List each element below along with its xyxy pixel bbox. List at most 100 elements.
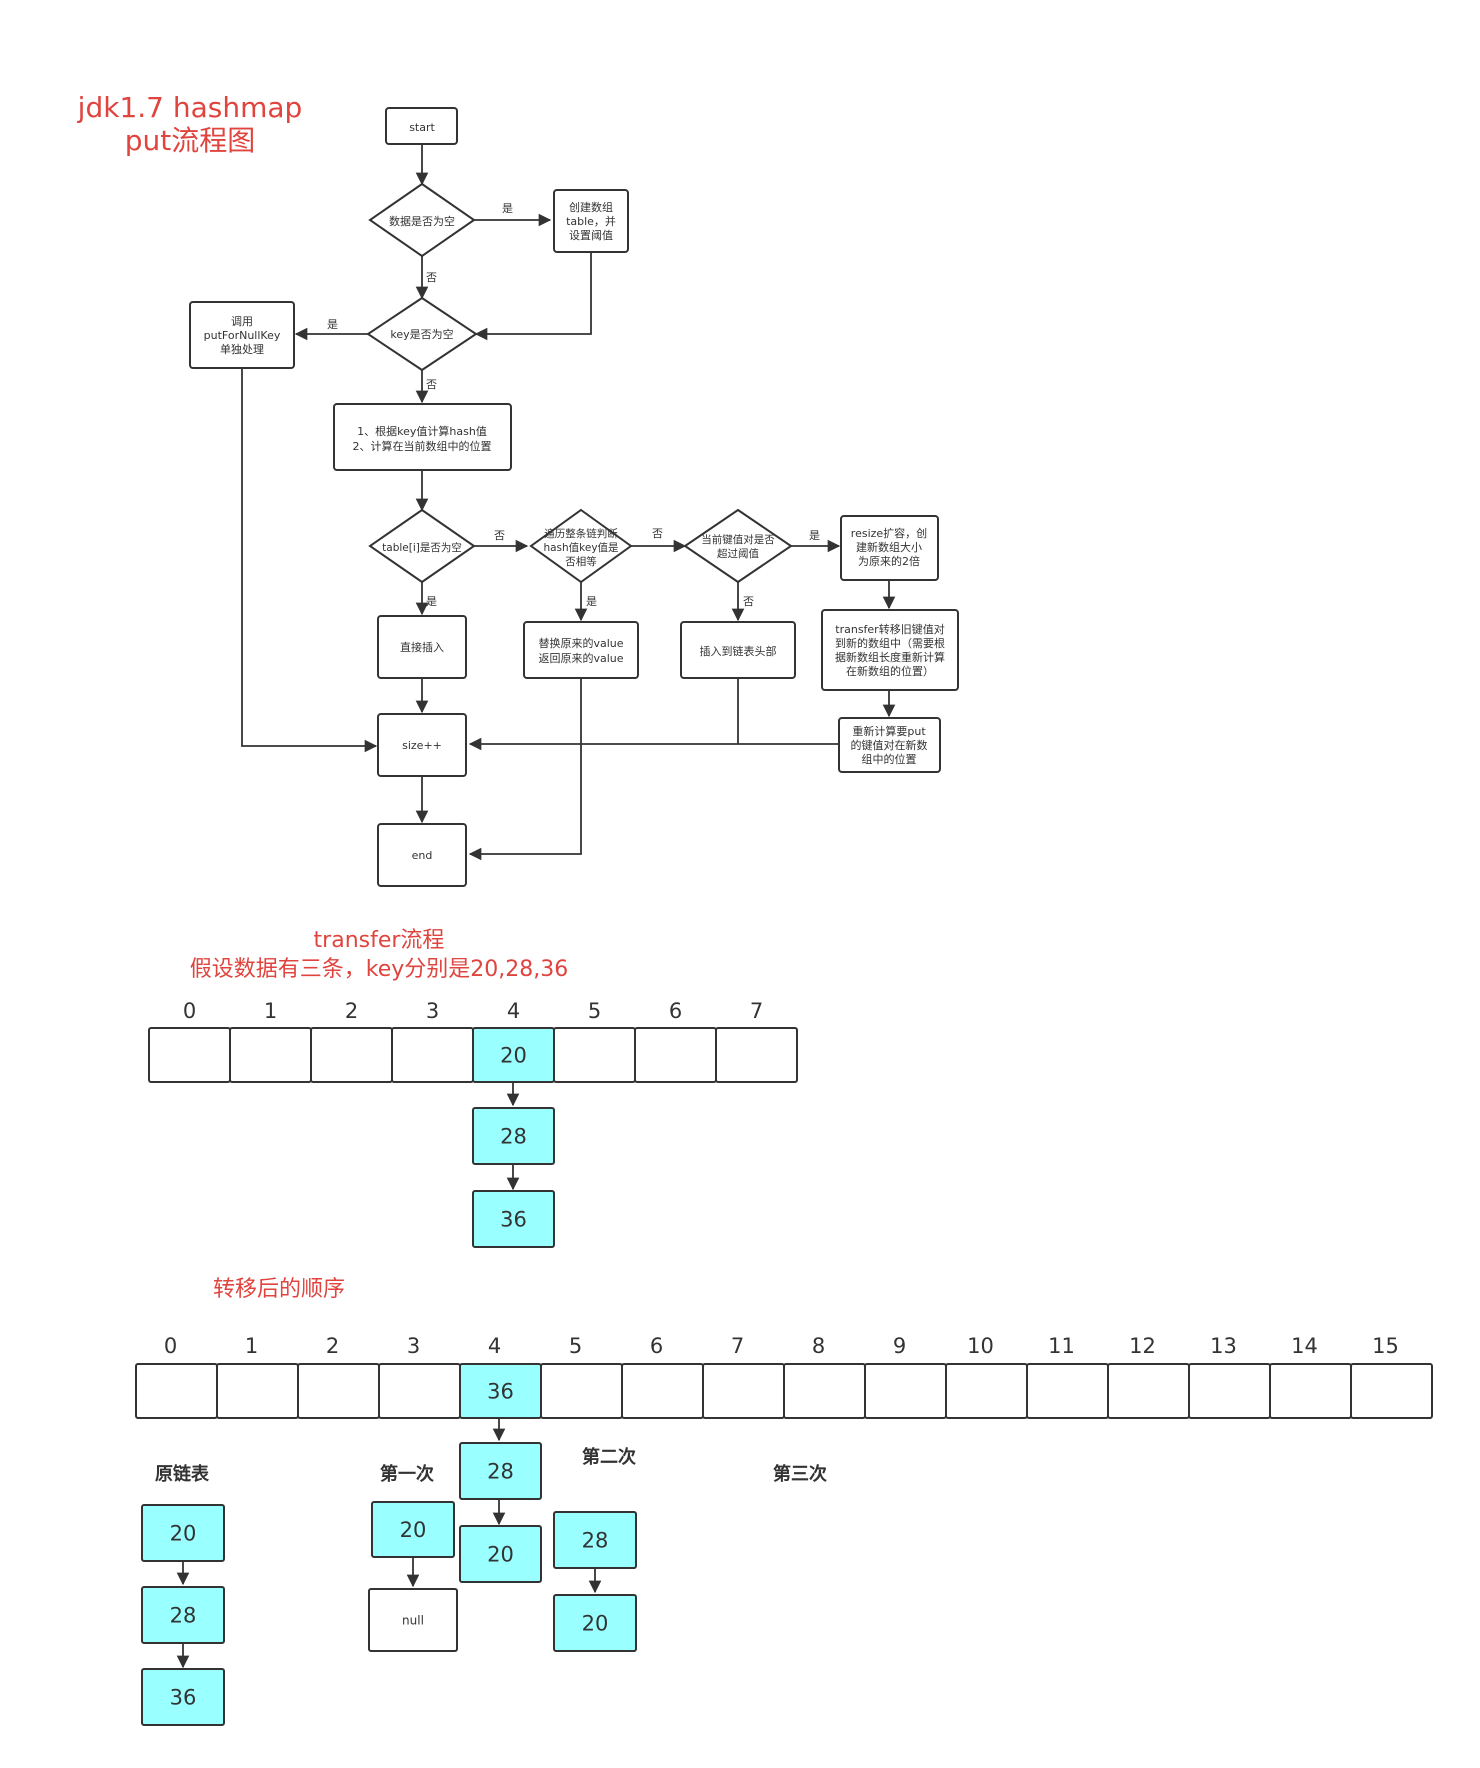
- new-index-3: 3: [407, 1334, 420, 1358]
- original-node-36: 36: [141, 1668, 225, 1726]
- new-slot-7: [702, 1363, 785, 1419]
- new-chain: 28 20: [459, 1442, 542, 1583]
- label-no-3: 否: [494, 529, 505, 542]
- svg-text:在新数组的位置）: 在新数组的位置）: [846, 664, 934, 678]
- old-index-3: 3: [426, 999, 439, 1023]
- original-chain: 20 28 36: [141, 1504, 225, 1726]
- transfer-title: transfer流程: [314, 928, 445, 953]
- svg-text:table[i]是否为空: table[i]是否为空: [382, 541, 462, 554]
- svg-text:1、根据key值计算hash值: 1、根据key值计算hash值: [357, 424, 487, 438]
- new-index-11: 11: [1048, 1334, 1075, 1358]
- new-index-13: 13: [1210, 1334, 1237, 1358]
- old-index-7: 7: [750, 999, 763, 1023]
- old-slot-1: [229, 1027, 312, 1083]
- new-slot-12: [1107, 1363, 1190, 1419]
- label-first-step: 第一次: [380, 1463, 434, 1485]
- first-node-null-label: null: [402, 1613, 424, 1627]
- new-chain-node-20-label: 20: [487, 1543, 514, 1567]
- old-slot-5: [553, 1027, 636, 1083]
- old-slot-7: [715, 1027, 798, 1083]
- new-chain-node-28: 28: [459, 1442, 542, 1500]
- label-yes-5: 是: [586, 595, 597, 608]
- node-replace-value: 替换原来的value 返回原来的value: [523, 621, 639, 679]
- new-slot-11: [1026, 1363, 1109, 1419]
- original-node-28-label: 28: [170, 1604, 197, 1628]
- new-index-15: 15: [1372, 1334, 1399, 1358]
- svg-text:调用: 调用: [231, 315, 253, 328]
- new-slot-5: [540, 1363, 623, 1419]
- node-put-for-null-key: 调用 putForNullKey 单独处理: [189, 301, 295, 369]
- svg-text:table，并: table，并: [566, 214, 616, 228]
- old-index-4: 4: [507, 999, 520, 1023]
- new-chain-node-20: 20: [459, 1525, 542, 1583]
- old-chain-node-28-label: 28: [500, 1125, 527, 1149]
- transfer-subtitle: 假设数据有三条，key分别是20,28,36: [190, 957, 568, 982]
- new-slot-15: [1350, 1363, 1433, 1419]
- label-no-2: 否: [426, 378, 437, 391]
- new-slot-10: [945, 1363, 1028, 1419]
- old-chain-node-28: 28: [472, 1107, 555, 1165]
- new-index-14: 14: [1291, 1334, 1318, 1358]
- label-yes-4: 是: [426, 595, 437, 608]
- new-index-5: 5: [569, 1334, 582, 1358]
- svg-text:size++: size++: [402, 739, 442, 752]
- new-index-8: 8: [812, 1334, 825, 1358]
- svg-text:的键值对在新数: 的键值对在新数: [851, 738, 928, 752]
- new-slot-0: [135, 1363, 218, 1419]
- old-slot-4: 20: [472, 1027, 555, 1083]
- new-index-12: 12: [1129, 1334, 1156, 1358]
- decision-traverse-chain: 遍历整条链判断 hash值key值是 否相等: [529, 508, 633, 584]
- branch-labels: 是 否 是 否 否 否 是 是 是 否: [327, 202, 820, 608]
- new-slot-2: [297, 1363, 380, 1419]
- new-index-7: 7: [731, 1334, 744, 1358]
- original-node-28: 28: [141, 1586, 225, 1644]
- new-index-6: 6: [650, 1334, 663, 1358]
- old-slot-3: [391, 1027, 474, 1083]
- new-slot-9: [864, 1363, 947, 1419]
- svg-text:重新计算要put: 重新计算要put: [852, 724, 926, 738]
- node-resize: resize扩容，创 建新数组大小 为原来的2倍: [840, 515, 939, 581]
- svg-text:否相等: 否相等: [565, 555, 597, 568]
- svg-text:start: start: [409, 121, 435, 134]
- label-no-4: 否: [652, 527, 663, 540]
- node-recalc-position: 重新计算要put 的键值对在新数 组中的位置: [838, 717, 941, 773]
- svg-text:putForNullKey: putForNullKey: [204, 329, 281, 342]
- label-second-step: 第二次: [582, 1446, 636, 1468]
- svg-text:end: end: [412, 849, 433, 862]
- svg-text:替换原来的value: 替换原来的value: [538, 636, 623, 650]
- svg-text:resize扩容，创: resize扩容，创: [851, 526, 927, 540]
- old-chain-node-36: 36: [472, 1190, 555, 1248]
- new-slot-4: 36: [459, 1363, 542, 1419]
- node-create-table: 创建数组 table，并 设置阈值: [553, 189, 629, 253]
- old-index-0: 0: [183, 999, 196, 1023]
- svg-text:建新数组大小: 建新数组大小: [856, 540, 922, 554]
- first-chain: 20 null: [368, 1501, 458, 1652]
- first-node-20-label: 20: [400, 1518, 427, 1542]
- old-index-5: 5: [588, 999, 601, 1023]
- node-direct-insert: 直接插入: [377, 615, 467, 679]
- svg-text:到新的数组中（需要根: 到新的数组中（需要根: [835, 636, 945, 650]
- old-slot-6: [634, 1027, 717, 1083]
- svg-text:超过阈值: 超过阈值: [717, 547, 759, 560]
- second-node-20-label: 20: [582, 1612, 609, 1636]
- label-original-list: 原链表: [155, 1463, 210, 1485]
- new-slot-4-label: 36: [487, 1380, 514, 1404]
- new-index-9: 9: [893, 1334, 906, 1358]
- decision-table-i-empty: table[i]是否为空: [368, 508, 476, 584]
- label-yes-1: 是: [502, 202, 513, 215]
- page-title-line1: jdk1.7 hashmap: [77, 91, 303, 124]
- old-index-1: 1: [264, 999, 277, 1023]
- old-chain: 28 36: [472, 1107, 555, 1248]
- node-start: start: [385, 107, 458, 145]
- original-node-20: 20: [141, 1504, 225, 1562]
- label-yes-3: 是: [809, 529, 820, 542]
- new-index-4: 4: [488, 1334, 501, 1358]
- svg-text:数据是否为空: 数据是否为空: [389, 214, 455, 228]
- svg-text:key是否为空: key是否为空: [390, 327, 453, 341]
- new-index-2: 2: [326, 1334, 339, 1358]
- new-index-1: 1: [245, 1334, 258, 1358]
- new-slot-3: [378, 1363, 461, 1419]
